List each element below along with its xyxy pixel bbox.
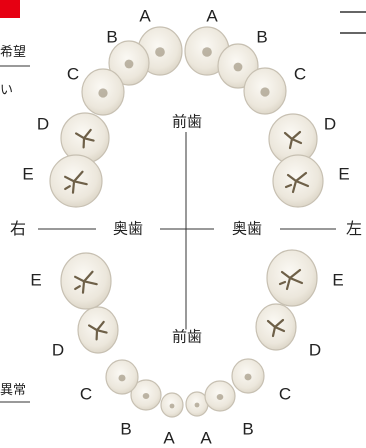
side-left-label: 左 <box>344 221 364 237</box>
lower-tooth-e-left <box>267 250 317 306</box>
lower-tooth-c-right <box>106 360 138 394</box>
upper-tooth-b-left-label: B <box>256 29 267 46</box>
lower-tooth-e-right-label: E <box>30 272 41 289</box>
upper-tooth-c-right-label: C <box>67 66 79 83</box>
lower-tooth-c-left <box>232 359 264 393</box>
upper-tooth-a-left-label: A <box>206 8 217 25</box>
lower-tooth-b-right-label: B <box>120 421 131 438</box>
margin-text-mid: い <box>0 84 13 97</box>
upper-tooth-c-right <box>82 69 124 115</box>
lower-tooth-d-right <box>78 307 118 353</box>
upper-tooth-a-right-label: A <box>139 8 150 25</box>
upper-tooth-c-left-label: C <box>294 66 306 83</box>
lower-tooth-d-left <box>256 304 296 350</box>
lower-tooth-a-right <box>161 393 183 417</box>
back-teeth-left-label: 奥歯 <box>230 222 264 237</box>
upper-tooth-e-left <box>273 155 323 207</box>
lower-tooth-a-left-label: A <box>200 430 211 447</box>
upper-tooth-c-left <box>244 68 286 114</box>
lower-tooth-c-right-label: C <box>80 386 92 403</box>
upper-tooth-e-left-label: E <box>338 166 349 183</box>
lower-tooth-b-left <box>205 381 235 411</box>
lower-tooth-c-left-label: C <box>279 386 291 403</box>
lower-tooth-d-right-label: D <box>52 342 64 359</box>
upper-tooth-d-left-label: D <box>324 116 336 133</box>
margin-text-bottom: 異常 <box>0 384 26 397</box>
upper-tooth-d-right <box>61 113 109 163</box>
lower-tooth-e-right <box>61 253 111 309</box>
upper-tooth-b-right-label: B <box>106 29 117 46</box>
side-right-label: 右 <box>8 221 28 237</box>
lower-tooth-b-left-label: B <box>242 421 253 438</box>
upper-tooth-e-right <box>50 155 102 207</box>
front-teeth-top-label: 前歯 <box>170 115 204 130</box>
lower-tooth-e-left-label: E <box>332 272 343 289</box>
upper-tooth-e-right-label: E <box>22 166 33 183</box>
lower-tooth-d-left-label: D <box>309 342 321 359</box>
margin-text-top: 希望 <box>0 46 26 59</box>
front-teeth-bottom-label: 前歯 <box>170 330 204 345</box>
upper-tooth-d-right-label: D <box>37 116 49 133</box>
back-teeth-right-label: 奥歯 <box>111 222 145 237</box>
lower-tooth-a-right-label: A <box>163 430 174 447</box>
